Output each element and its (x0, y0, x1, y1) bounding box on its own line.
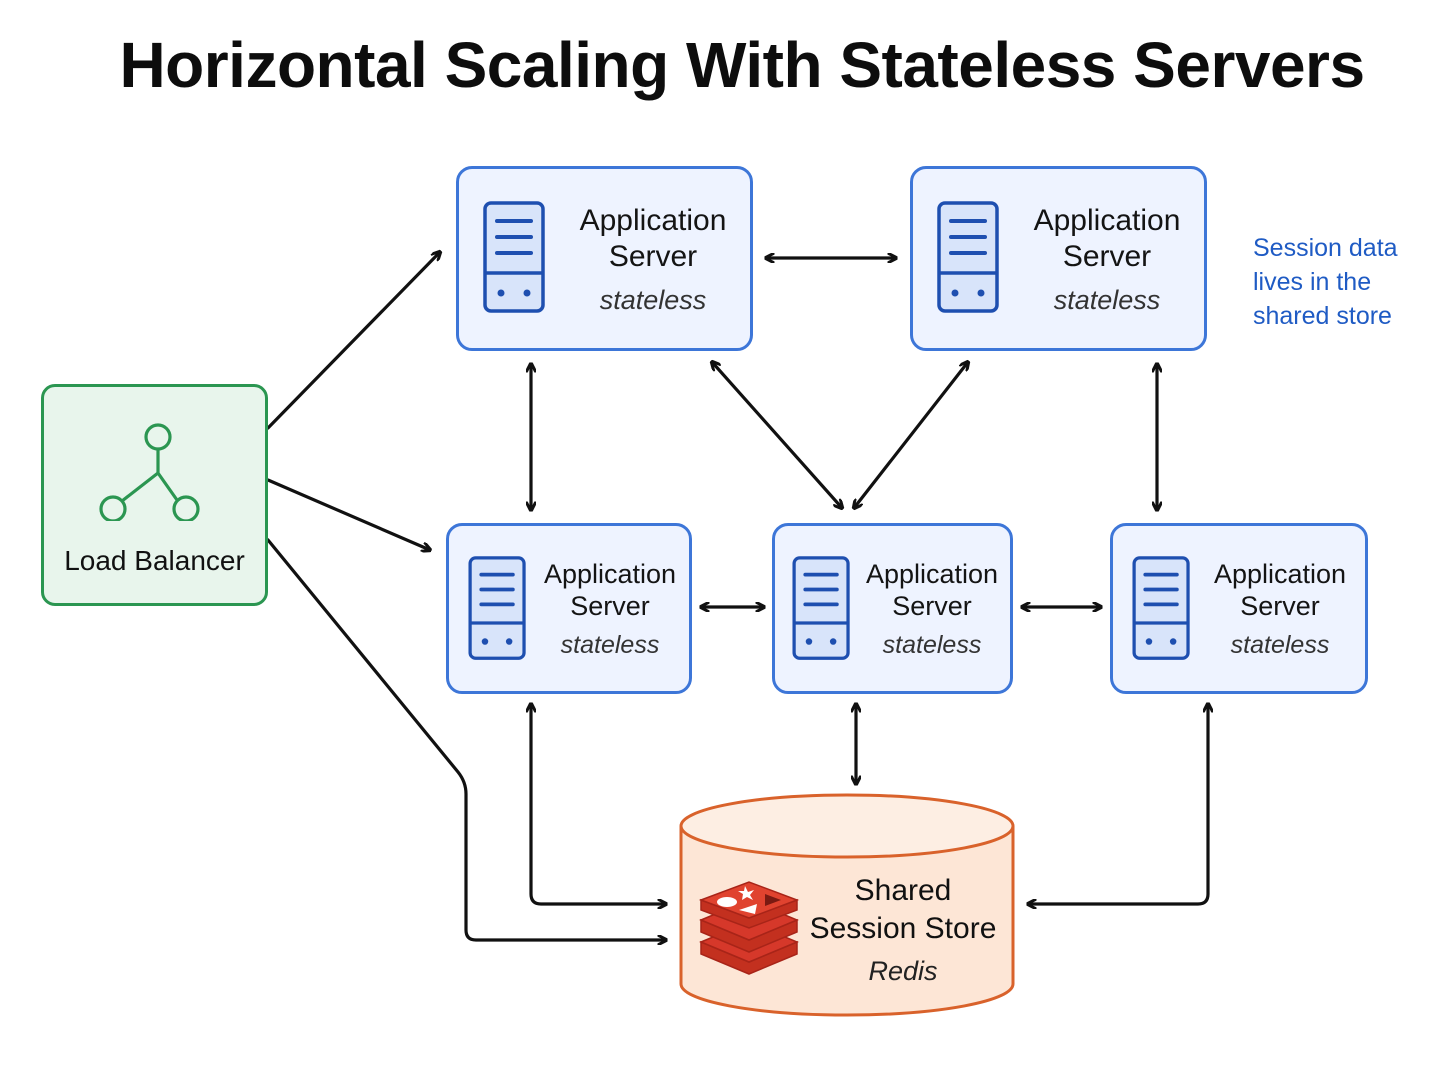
server-icon (483, 201, 545, 313)
server-icon (937, 201, 999, 313)
server-name-line1: Application (543, 559, 677, 589)
server-name-line1: Application (865, 559, 999, 589)
server-name-line2: Server (892, 591, 972, 622)
server-name-line2: Server (570, 591, 650, 622)
server-role: stateless (599, 285, 707, 315)
diagram-title: Horizontal Scaling With Stateless Server… (119, 29, 1365, 101)
store-line1: Shared (854, 874, 952, 907)
server-name-line2: Server (1062, 240, 1152, 273)
server-name-line2: Server (608, 240, 698, 273)
session-store[interactable]: Shared Session Store Redis (800, 872, 1006, 987)
app-server-middle-left[interactable]: Application Server stateless (446, 523, 692, 694)
server-role: stateless (1230, 630, 1330, 659)
load-balancer[interactable]: Load Balancer (41, 384, 268, 606)
arrow-lb-to-store (266, 538, 668, 940)
store-tech: Redis (868, 956, 938, 986)
arrow-top-left-mid-center (712, 362, 842, 508)
server-icon (468, 556, 526, 660)
session-note: Session data lives in the shared store (1253, 234, 1398, 330)
arrow-mid-right-store (1026, 702, 1208, 904)
server-role: stateless (560, 630, 660, 659)
load-balancer-label: Load Balancer (64, 545, 245, 576)
arrow-lb-to-server-top-left (266, 252, 440, 430)
server-role: stateless (1053, 285, 1161, 315)
arrow-top-right-mid-center (854, 362, 968, 508)
network-hub-icon (99, 423, 200, 521)
app-server-top-left[interactable]: Application Server stateless (456, 166, 753, 351)
arrow-lb-to-server-mid-left (266, 478, 430, 550)
server-name-line1: Application (1033, 204, 1181, 237)
server-role: stateless (882, 630, 982, 659)
server-name-line1: Application (579, 204, 727, 237)
app-server-middle-right[interactable]: Application Server stateless (1110, 523, 1368, 694)
app-server-middle-center[interactable]: Application Server stateless (772, 523, 1013, 694)
arrow-mid-left-store (531, 702, 668, 904)
store-line2: Session Store (809, 912, 997, 945)
server-name-line1: Application (1213, 559, 1347, 589)
redis-icon (698, 881, 800, 975)
app-server-top-right[interactable]: Application Server stateless (910, 166, 1207, 351)
server-icon (1132, 556, 1190, 660)
server-icon (792, 556, 850, 660)
server-name-line2: Server (1240, 591, 1320, 622)
